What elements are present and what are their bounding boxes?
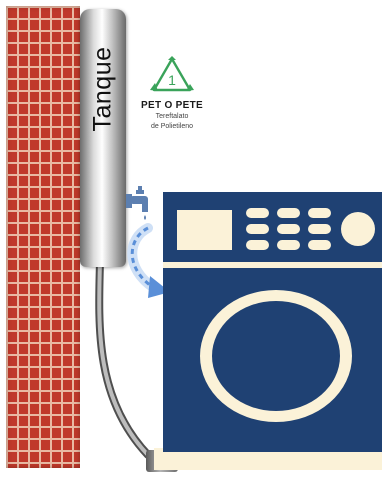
washer-button [308, 208, 331, 218]
washer-button [246, 240, 269, 250]
tank-label: Tanque [89, 46, 118, 131]
washer-divider [163, 262, 382, 268]
washer-button [246, 208, 269, 218]
washer-button [277, 208, 300, 218]
washer-button [277, 224, 300, 234]
pet-description-line1: Tereftalato [140, 113, 204, 121]
recycling-badge: 1 PET O PETE Tereftalato de Polietileno [140, 56, 204, 148]
washer-button [308, 240, 331, 250]
washer-door-window [212, 301, 340, 411]
pet-label: PET O PETE [140, 100, 204, 111]
pet-description-line2: de Polietileno [140, 123, 204, 131]
washer-door [200, 290, 352, 422]
washer-knob [341, 212, 375, 246]
washer-button [308, 224, 331, 234]
faucet-icon [124, 186, 156, 222]
recycling-symbol-icon: 1 [150, 56, 194, 94]
washer-button [277, 240, 300, 250]
washer-button [246, 224, 269, 234]
recycling-code: 1 [168, 72, 176, 88]
washer-display [177, 210, 232, 250]
